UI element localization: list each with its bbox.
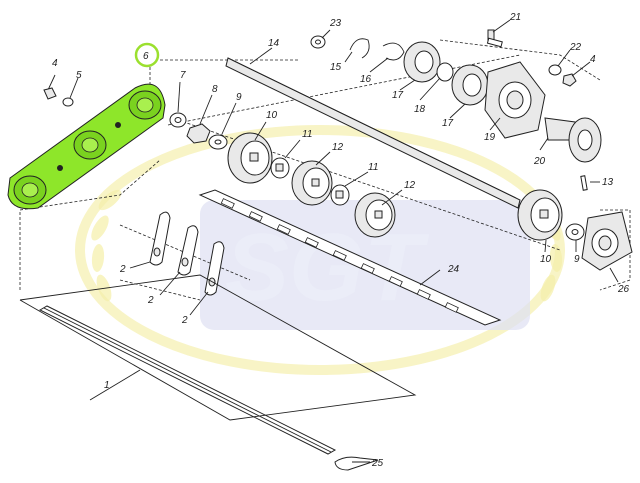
callout-13: 13 xyxy=(602,177,614,188)
ring-15[interactable] xyxy=(349,38,370,59)
callout-22: 22 xyxy=(569,42,582,53)
shaft-14[interactable] xyxy=(225,57,521,209)
sprocket-shaft-20[interactable] xyxy=(544,117,602,163)
callout-ring-6 xyxy=(134,42,160,68)
callout-9: 9 xyxy=(574,254,580,265)
ring-16[interactable] xyxy=(382,42,405,61)
callout-17: 17 xyxy=(442,118,454,129)
sprocket-10-left[interactable] xyxy=(227,132,273,184)
callout-26: 26 xyxy=(617,284,630,295)
callout-24: 24 xyxy=(447,264,460,275)
washer-22[interactable] xyxy=(548,64,562,76)
callout-4: 4 xyxy=(590,54,596,65)
callout-20: 20 xyxy=(533,156,546,167)
nut-8[interactable] xyxy=(186,123,211,144)
washer-9-right[interactable] xyxy=(565,223,585,241)
pin-13[interactable] xyxy=(580,175,588,191)
callout-23: 23 xyxy=(329,18,342,29)
callout-25: 25 xyxy=(371,458,384,469)
callout-9: 9 xyxy=(236,92,242,103)
callout-5: 5 xyxy=(76,70,82,81)
callout-7: 7 xyxy=(180,70,186,81)
callout-10: 10 xyxy=(540,254,552,265)
callout-15: 15 xyxy=(330,62,342,73)
slat-belt-24[interactable] xyxy=(198,189,502,326)
callout-2: 2 xyxy=(181,315,188,326)
disc-12-right[interactable] xyxy=(354,192,396,238)
callout-14: 14 xyxy=(268,38,280,49)
housing-19[interactable] xyxy=(484,61,546,139)
callout-6: 6 xyxy=(143,51,149,62)
cotter-pin-25[interactable] xyxy=(334,456,379,471)
callout-labels: 6 4 5 7 8 9 10 11 12 11 12 14 23 15 16 1… xyxy=(52,12,630,469)
callout-2: 2 xyxy=(119,264,126,275)
washer-9-left[interactable] xyxy=(208,134,228,150)
callout-8: 8 xyxy=(212,84,218,95)
watermark-text: SGT xyxy=(225,214,430,321)
disc-12-left[interactable] xyxy=(291,160,333,206)
callout-10: 10 xyxy=(266,110,278,121)
long-bar-1[interactable] xyxy=(38,305,337,455)
spacer-11-left[interactable] xyxy=(270,157,290,179)
spacer-11-right[interactable] xyxy=(330,184,350,206)
sprocket-10-right[interactable] xyxy=(517,189,563,241)
bolt-21[interactable] xyxy=(486,29,503,48)
base-frame-outline xyxy=(19,274,417,421)
washer-5-left[interactable] xyxy=(62,77,79,107)
callout-2: 2 xyxy=(147,295,154,306)
washer-23[interactable] xyxy=(310,35,326,49)
nut-4-right[interactable] xyxy=(562,73,577,87)
bearing-17-left[interactable] xyxy=(403,41,441,83)
bearing-housing-26[interactable] xyxy=(581,211,633,271)
callout-21: 21 xyxy=(509,12,521,23)
callout-1: 1 xyxy=(104,380,110,391)
callout-11: 11 xyxy=(368,162,378,173)
washer-7[interactable] xyxy=(169,112,187,128)
callout-18: 18 xyxy=(414,104,426,115)
callout-19: 19 xyxy=(484,132,496,143)
tab-2-b[interactable] xyxy=(177,225,199,276)
callout-4: 4 xyxy=(52,58,58,69)
callout-11: 11 xyxy=(302,129,312,140)
callout-12: 12 xyxy=(332,142,344,153)
spacer-18[interactable] xyxy=(436,62,454,82)
callout-16: 16 xyxy=(360,74,372,85)
highlighted-part-6[interactable] xyxy=(7,42,166,210)
callout-17: 17 xyxy=(392,90,404,101)
tab-2-a[interactable] xyxy=(149,211,171,266)
callout-12: 12 xyxy=(404,180,416,191)
bearing-17-right[interactable] xyxy=(451,64,489,106)
leader-lines xyxy=(89,19,619,463)
bolt-4-left[interactable] xyxy=(43,74,57,100)
